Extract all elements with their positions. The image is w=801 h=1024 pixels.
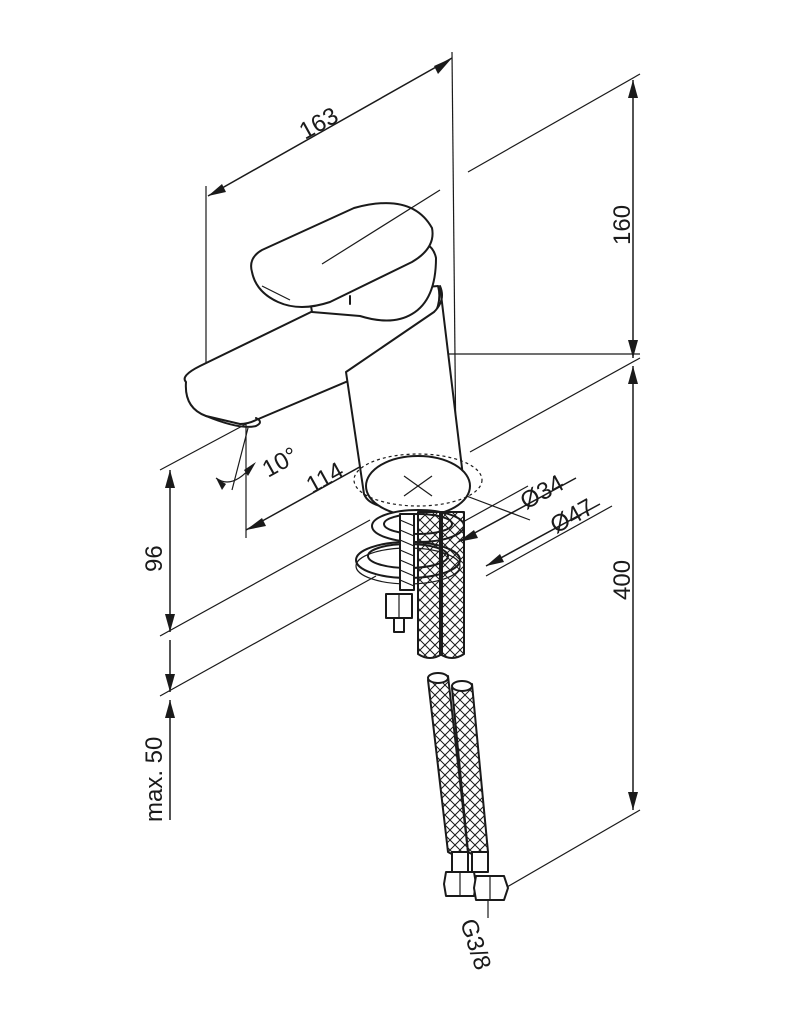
- dimension-400: 400: [469, 357, 641, 899]
- dim-163-label: 163: [295, 102, 343, 145]
- dim-400-label: 400: [609, 560, 636, 600]
- dimension-max-50: max. 50: [141, 575, 377, 822]
- dimension-96: 96: [141, 423, 371, 637]
- dim-max50-label: max. 50: [141, 737, 168, 822]
- hose-fittings: G3/8: [443, 851, 509, 974]
- dimension-angle-10: 10°: [215, 427, 303, 491]
- lower-hoses: [427, 672, 489, 856]
- dim-angle-label: 10°: [258, 442, 303, 483]
- dim-160-label: 160: [609, 205, 636, 245]
- faucet-body: [183, 189, 464, 510]
- dimension-160: 160: [434, 73, 641, 358]
- threaded-stud: [385, 513, 415, 633]
- dim-114-label: 114: [302, 457, 349, 499]
- thread-label: G3/8: [454, 916, 496, 974]
- dim-96-label: 96: [141, 545, 168, 572]
- faucet-lever-handle: [250, 202, 434, 308]
- upper-hoses: [417, 511, 465, 659]
